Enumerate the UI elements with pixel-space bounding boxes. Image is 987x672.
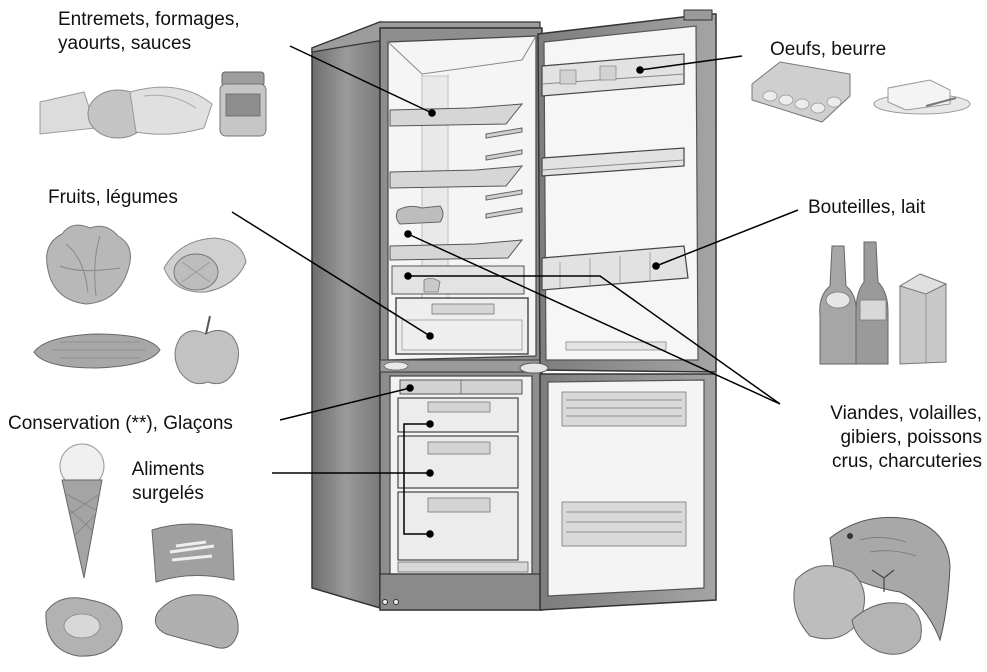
leader-lines [231, 45, 799, 535]
label-viandes-line3: crus, charcuteries [832, 451, 982, 472]
leader-viandes-a [407, 233, 781, 405]
door-bin-bottles [541, 245, 689, 291]
label-conservation: Conservation (**), Glaçons [8, 413, 233, 434]
door-bin-middle [541, 147, 685, 177]
cabinet-base [379, 573, 543, 611]
leader-viandes-b [408, 275, 781, 405]
label-viandes: Viandes, volailles, gibiers, poissons cr… [760, 402, 982, 474]
cucumber-illustration [33, 333, 161, 369]
fridge-shelf-2 [389, 165, 524, 189]
leader-entremets [289, 45, 433, 114]
label-aliments-line2: surgelés [132, 483, 204, 504]
fish-meat-illustration [793, 516, 951, 655]
egg-carton-illustration [751, 61, 851, 123]
melon-illustration [163, 237, 247, 293]
butter-dish-illustration [873, 79, 971, 115]
fridge-shelf-3 [389, 239, 524, 261]
leader-bouteilles [655, 209, 799, 267]
label-aliments-line1: Aliments [131, 459, 205, 480]
label-viandes-line1: Viandes, volailles, [830, 403, 982, 424]
frozen-fries-bag-illustration [151, 523, 235, 583]
label-oeufs: Oeufs, beurre [770, 39, 887, 60]
label-viandes-line2: gibiers, poissons [840, 427, 982, 448]
leader-dots [404, 66, 660, 538]
cheese-illustration [39, 86, 213, 139]
label-aliments: Aliments surgelés [118, 458, 218, 506]
steak-illustration [45, 597, 123, 657]
bottles-illustration [819, 241, 889, 365]
label-entremets-line1: Entremets, formages, [58, 9, 240, 30]
label-fruits: Fruits, légumes [48, 187, 178, 208]
ice-cream-cone-illustration [59, 443, 105, 579]
apple-illustration [174, 315, 239, 385]
cabbage-illustration [46, 224, 131, 305]
label-entremets: Entremets, formages, yaourts, sauces [58, 8, 240, 56]
label-entremets-line2: yaourts, sauces [58, 33, 192, 54]
bracket-aliments [403, 423, 430, 535]
yogurt-jar-illustration [219, 71, 267, 137]
door-bin-eggs [541, 53, 685, 97]
freezer-door-panels [561, 391, 687, 547]
chicken-leg-illustration [154, 594, 239, 649]
fridge-chiller-drawer [391, 265, 525, 295]
milk-carton-illustration [898, 273, 948, 365]
leader-conservation [279, 387, 411, 421]
label-bouteilles: Bouteilles, lait [808, 197, 926, 218]
fridge-cabinet [311, 9, 717, 611]
leader-fruits [231, 211, 431, 337]
cabinet-side-panel [311, 20, 381, 610]
leader-oeufs [639, 55, 743, 71]
